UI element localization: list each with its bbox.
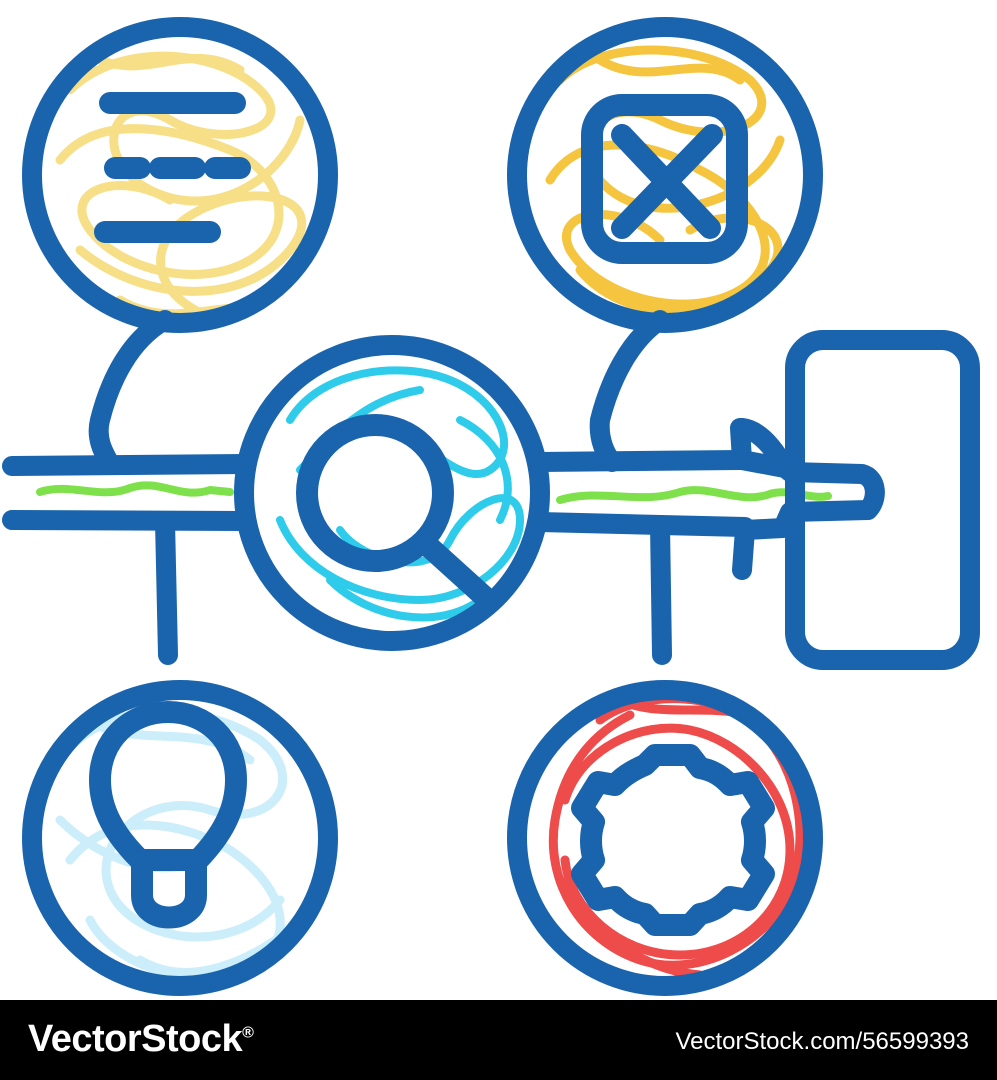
connector-bottom-right xyxy=(650,515,672,665)
illustration xyxy=(2,17,980,996)
connector-top-left xyxy=(88,310,175,474)
pipeline-left xyxy=(2,454,255,531)
circle-search xyxy=(234,335,550,651)
process-diagram-illustration xyxy=(2,17,980,996)
stock-id: VectorStock.com/56599393 xyxy=(675,1028,969,1055)
magnifier-icon xyxy=(296,414,499,611)
lightbulb-icon xyxy=(89,701,247,929)
x-box-icon xyxy=(581,94,748,264)
registered-mark: ® xyxy=(242,1024,254,1042)
connector-bottom-left xyxy=(155,511,178,665)
diagram-outlines xyxy=(2,17,980,996)
watermark-footer: VectorStock® VectorStock.com/56599393 xyxy=(0,1000,997,1080)
brand-name: VectorStock xyxy=(28,1018,243,1060)
output-box-icon xyxy=(785,330,980,670)
circle-gear xyxy=(507,680,823,996)
gear-icon xyxy=(571,744,775,936)
brand-logo: VectorStock® xyxy=(28,1018,254,1061)
circle-x-box xyxy=(507,17,823,333)
circle-document xyxy=(22,17,338,333)
circle-lightbulb xyxy=(22,680,338,996)
pipeline-right xyxy=(530,450,755,537)
connector-top-right xyxy=(589,310,670,472)
document-lines-icon xyxy=(94,92,251,243)
